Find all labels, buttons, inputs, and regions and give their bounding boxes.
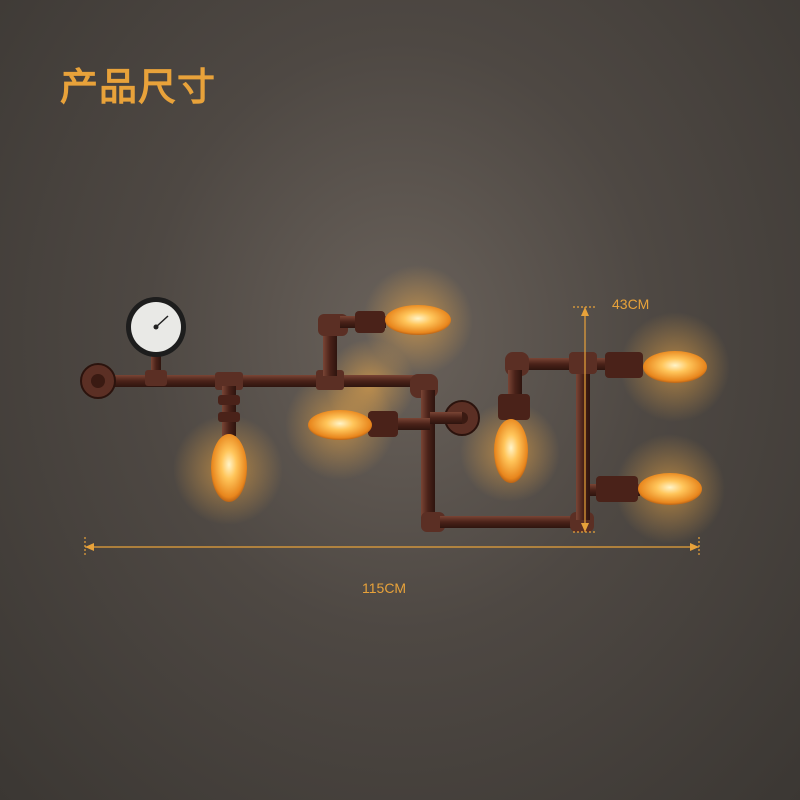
width-label: 115CM [362,580,407,596]
pipes [80,311,643,532]
light-bulbs [211,305,707,505]
pressure-gauge-icon [126,297,186,357]
width-dimension-line [84,537,700,557]
bulb-glows [173,265,730,544]
page-title: 产品尺寸 [60,65,217,109]
height-label: 43CM [612,296,650,312]
height-dimension-line [573,306,597,533]
